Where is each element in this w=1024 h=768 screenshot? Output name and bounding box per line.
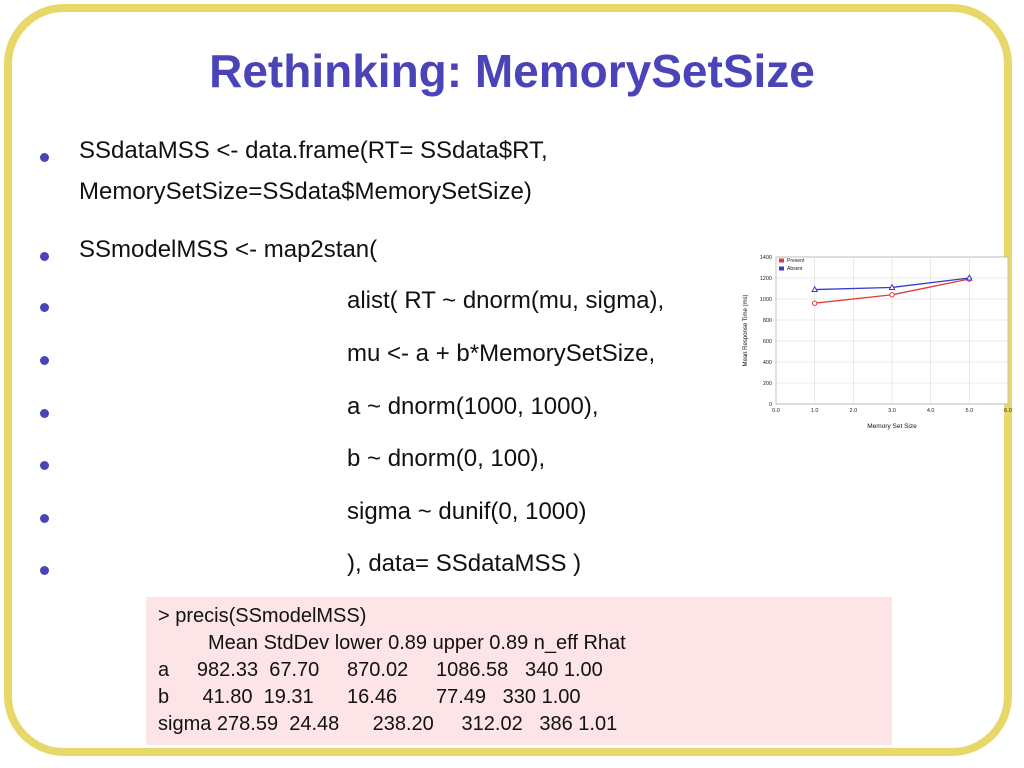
- y-axis-label: Mean Response Time (ms): [743, 294, 749, 366]
- legend-swatch-absent: [779, 266, 784, 271]
- data-point-present: [811, 300, 818, 306]
- x-tick-label: 5.0: [966, 408, 974, 414]
- memory-set-size-chart: 0 200 400 600 800 1000 1200 1400 0.0 1.0 2.0 3.0 4.0…: [743, 255, 1012, 430]
- bullet-dot: [40, 303, 49, 312]
- data-point-absent: [811, 285, 819, 293]
- y-tick-label: 400: [763, 360, 772, 366]
- legend-swatch-present: [779, 258, 784, 263]
- data-point-absent: [888, 283, 896, 290]
- bullet-text: MemorySetSize=SSdata$MemorySetSize): [79, 178, 532, 205]
- bullet-text: SSdataMSS <- data.frame(RT= SSdata$RT,: [79, 137, 548, 164]
- slide-title: Rethinking: MemorySetSize: [209, 45, 815, 97]
- bullet-text: b ~ dnorm(0, 100),: [347, 445, 546, 472]
- bullet-dot: [40, 566, 49, 575]
- x-axis-label: Memory Set Size: [867, 423, 917, 430]
- data-point-present: [889, 292, 895, 298]
- bullet-dot: [40, 252, 49, 261]
- x-tick-label: 1.0: [811, 408, 819, 414]
- bullet-text: ), data= SSdataMSS ): [347, 550, 582, 577]
- bullet-text: alist( RT ~ dnorm(mu, sigma),: [347, 287, 665, 314]
- x-tick-label: 0.0: [772, 408, 780, 414]
- x-tick-label: 3.0: [888, 408, 896, 414]
- y-tick-label: 600: [763, 339, 772, 345]
- x-tick-label: 4.0: [927, 408, 935, 414]
- legend-label-present: Present: [787, 258, 805, 264]
- x-tick-label: 2.0: [850, 408, 858, 414]
- y-tick-label: 1200: [760, 276, 772, 282]
- x-tick-label: 6.0: [1004, 408, 1012, 414]
- bullet-dot: [40, 153, 49, 162]
- y-tick-label: 800: [763, 318, 772, 324]
- bullet-text: SSmodelMSS <- map2stan(: [79, 236, 378, 263]
- y-tick-label: 1000: [760, 297, 772, 303]
- bullet-dot: [40, 356, 49, 365]
- y-tick-label: 1400: [760, 255, 772, 261]
- bullet-dot: [40, 514, 49, 523]
- legend-label-absent: Absent: [787, 266, 803, 272]
- bullet-dot: [40, 409, 49, 418]
- bullet-text: a ~ dnorm(1000, 1000),: [347, 393, 599, 420]
- precis-output-box: > precis(SSmodelMSS) Mean StdDev lower 0…: [146, 597, 892, 745]
- precis-header-row: Mean StdDev lower 0.89 upper 0.89 n_eff …: [158, 632, 626, 654]
- precis-row: a 982.33 67.70 870.02 1086.58 340 1.00: [158, 659, 603, 681]
- precis-row: sigma 278.59 24.48 238.20 312.02 386 1.0…: [158, 713, 618, 735]
- data-point-absent: [965, 274, 973, 281]
- bullet-dot: [40, 461, 49, 470]
- bullet-text: sigma ~ dunif(0, 1000): [347, 498, 587, 525]
- bullet-text: mu <- a + b*MemorySetSize,: [347, 340, 656, 367]
- y-tick-label: 0: [769, 402, 772, 408]
- precis-command: > precis(SSmodelMSS): [158, 605, 367, 627]
- precis-row: b 41.80 19.31 16.46 77.49 330 1.00: [158, 686, 581, 708]
- y-tick-label: 200: [763, 381, 772, 387]
